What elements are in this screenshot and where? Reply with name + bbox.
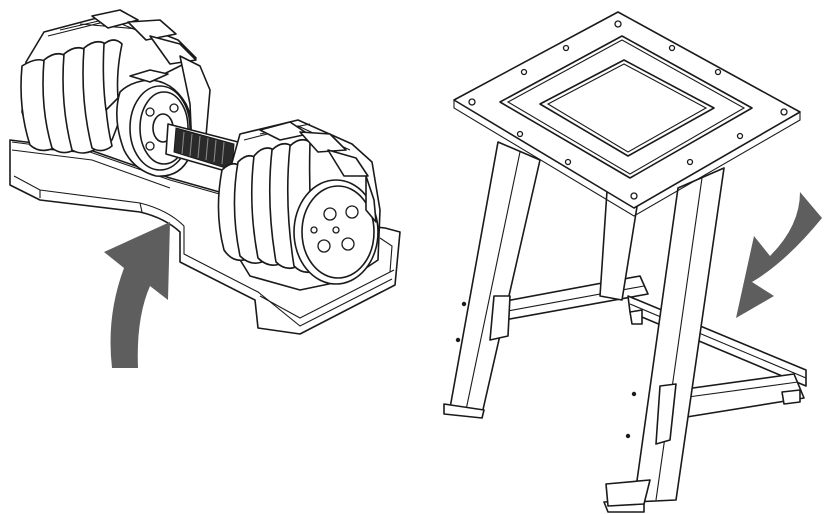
- place-arrow-icon: [736, 192, 822, 318]
- right-weight-stack: [217, 119, 381, 291]
- lift-arrow-icon: [104, 222, 170, 368]
- stand-left-leg: [443, 141, 541, 419]
- dumbbell-stand: [443, 11, 807, 513]
- stand-top-plate: [453, 11, 801, 217]
- left-hub: [116, 55, 211, 177]
- stand-right-leg: [603, 167, 725, 513]
- dumbbell-assembly: [9, 9, 401, 335]
- left-weight-stack: [20, 9, 197, 154]
